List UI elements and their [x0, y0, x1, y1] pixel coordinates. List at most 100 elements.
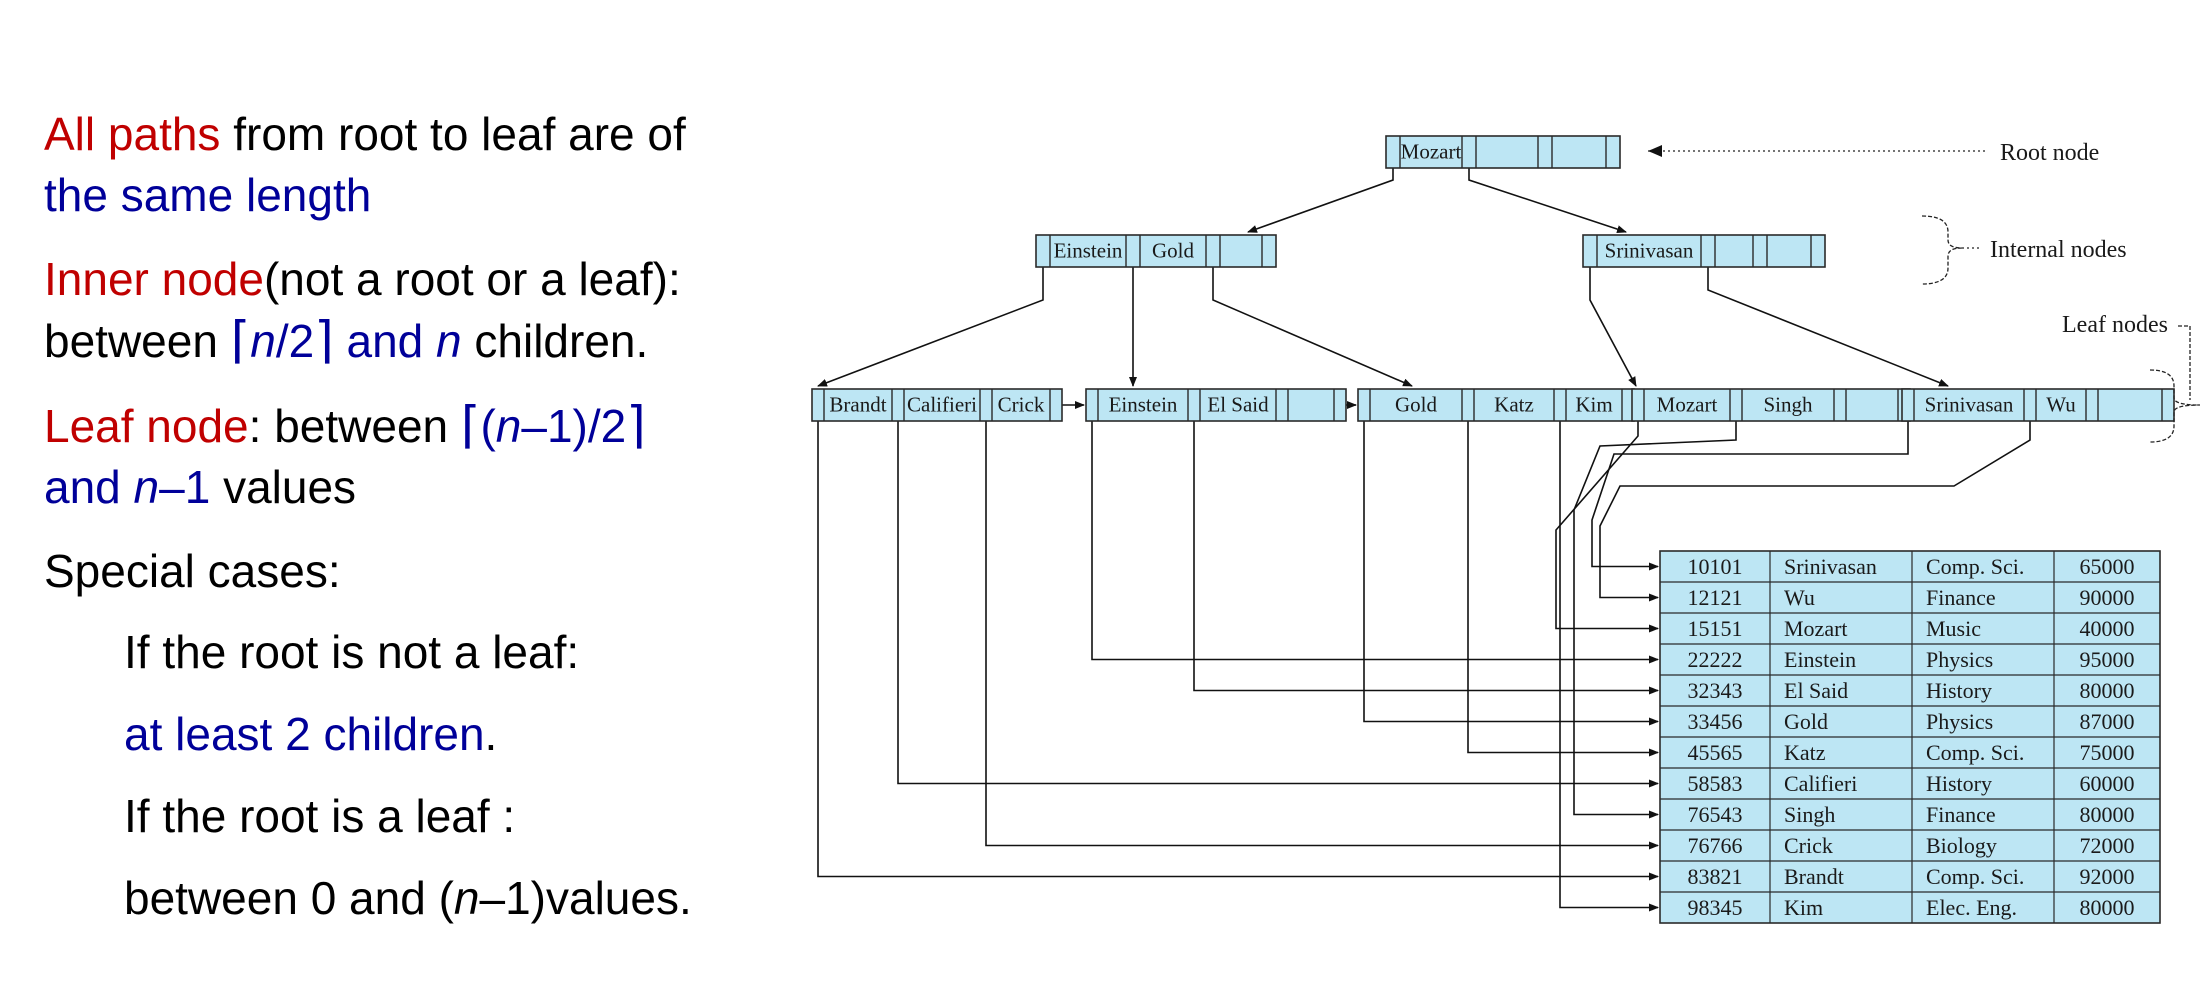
text-panel: All paths from root to leaf are of the s…: [44, 104, 804, 929]
internal-node-key: Gold: [1152, 238, 1195, 262]
table-cell: 60000: [2080, 771, 2135, 796]
table-cell: 92000: [2080, 864, 2135, 889]
table-cell: Crick: [1784, 833, 1833, 858]
leaf-label-leader: [2178, 325, 2191, 400]
leaf-node-key: Srinivasan: [1925, 392, 2014, 416]
text-and: and: [333, 315, 437, 367]
text-n-2: n: [436, 315, 462, 367]
ceil-open: ⌈: [230, 312, 251, 368]
text-children: children.: [461, 315, 649, 367]
text-special-cases: Special cases:: [44, 545, 341, 597]
text-all-paths: All paths: [44, 108, 221, 160]
table-cell: Finance: [1926, 802, 1996, 827]
leaf-node-key: Gold: [1395, 392, 1438, 416]
text-n-3: n: [495, 400, 522, 452]
table-cell: 33456: [1688, 709, 1743, 734]
table-cell: Biology: [1926, 833, 1997, 858]
table-cell: 76766: [1688, 833, 1743, 858]
table-cell: 10101: [1688, 554, 1743, 579]
leaf-node-key: Katz: [1494, 392, 1534, 416]
table-cell: 22222: [1688, 647, 1743, 672]
leaf-node-box: [1085, 388, 1347, 422]
leaf-node-key: Crick: [998, 392, 1045, 416]
text-leaf-between: : between: [248, 400, 461, 452]
text-same-length: the same length: [44, 169, 372, 221]
record-pointer: [1363, 421, 1659, 726]
table-cell: 76543: [1688, 802, 1743, 827]
text-n-4: n: [133, 461, 160, 513]
leaf-node-key: Brandt: [829, 392, 886, 416]
table-cell: Elec. Eng.: [1926, 895, 2017, 920]
table-cell: El Said: [1784, 678, 1848, 703]
text-period: .: [484, 708, 498, 760]
table-cell: Wu: [1784, 585, 1815, 610]
table-cell: 87000: [2080, 709, 2135, 734]
ceil-open-2: ⌈: [460, 397, 481, 453]
internal-pointer: [817, 267, 1044, 387]
table-cell: Califieri: [1784, 771, 1857, 796]
record-pointer: [1559, 421, 1659, 912]
root-label-arrowhead: [1648, 145, 1662, 157]
table-cell: History: [1926, 771, 1992, 796]
table-cell: 80000: [2080, 802, 2135, 827]
internal-node-key: Srinivasan: [1605, 238, 1694, 262]
table-cell: 65000: [2080, 554, 2135, 579]
record-pointer: [985, 421, 1659, 850]
table-cell: 15151: [1688, 616, 1743, 641]
root-node: Mozart: [1385, 135, 1621, 169]
text-values-end: –1)values.: [479, 872, 692, 924]
table-cell: Finance: [1926, 585, 1996, 610]
text-half: /2: [275, 315, 315, 367]
record-pointer: [1193, 421, 1659, 695]
internal-pointer: [1589, 267, 1637, 387]
table-cell: Physics: [1926, 647, 1993, 672]
table-cell: 32343: [1688, 678, 1743, 703]
record-pointer: [1467, 421, 1659, 757]
table-cell: Comp. Sci.: [1926, 740, 2024, 765]
table-cell: 58583: [1688, 771, 1743, 796]
leaf-node-box: [1901, 388, 2175, 422]
table-cell: 75000: [2080, 740, 2135, 765]
leaf-node-box: [1631, 388, 1911, 422]
table-cell: Einstein: [1784, 647, 1856, 672]
root-node-box: [1385, 135, 1621, 169]
text-between: between: [44, 315, 231, 367]
ceil-close: ⌉: [314, 312, 334, 368]
table-cell: Mozart: [1784, 616, 1848, 641]
text-leaf-node: Leaf node: [44, 400, 249, 452]
leaf-node-key: El Said: [1207, 392, 1269, 416]
text-inner-node: Inner node: [44, 253, 264, 305]
table-cell: 83821: [1688, 864, 1743, 889]
text-n: n: [250, 315, 276, 367]
paragraph-leaf-values: between 0 and (n–1)values.: [44, 868, 804, 929]
text-paren: (: [480, 400, 496, 452]
table-cell: Comp. Sci.: [1926, 864, 2024, 889]
paragraph-path-length: All paths from root to leaf are of the s…: [44, 104, 804, 226]
table-cell: Katz: [1784, 740, 1826, 765]
table-cell: 80000: [2080, 895, 2135, 920]
record-pointer: [817, 421, 1659, 881]
table-cell: Singh: [1784, 802, 1835, 827]
root-pointer: [1468, 168, 1627, 233]
root-pointer: [1247, 168, 1394, 233]
root-node-key: Mozart: [1401, 139, 1462, 163]
label-leaf-nodes: Leaf nodes: [2062, 312, 2168, 338]
label-internal-nodes: Internal nodes: [1990, 237, 2127, 263]
record-pointer: [1591, 421, 1909, 571]
text-between-zero: between 0 and (: [124, 872, 454, 924]
table-cell: 45565: [1688, 740, 1743, 765]
record-pointer: [1555, 421, 1659, 633]
label-root-node: Root node: [2000, 140, 2099, 166]
paragraph-inner-node: Inner node(not a root or a leaf): betwee…: [44, 249, 804, 372]
